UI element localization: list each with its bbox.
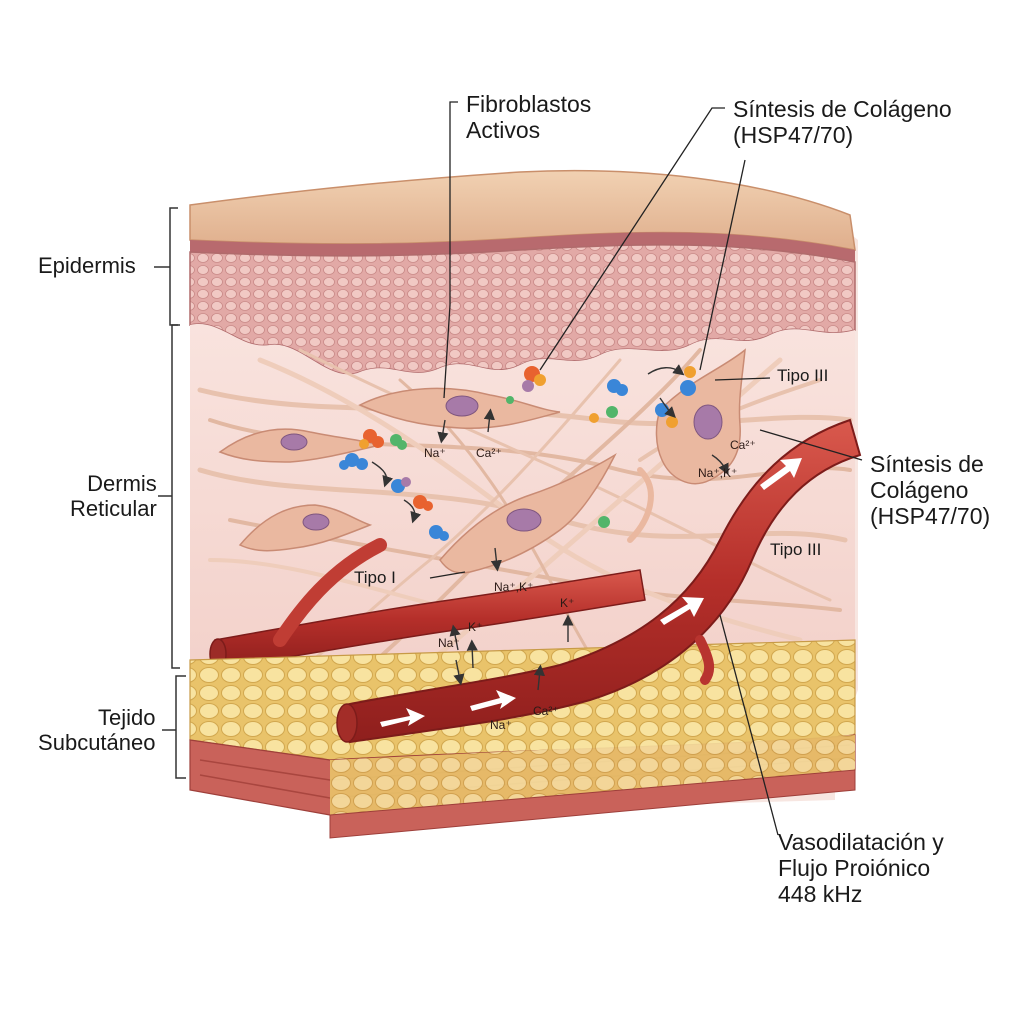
layer-brackets — [154, 207, 186, 779]
ion-label-na-3: Na⁺ — [490, 718, 512, 732]
ion-label-nak-1: Na⁺,K⁺ — [698, 466, 738, 480]
synthesis-top-line1: Síntesis de Colágeno — [733, 96, 952, 122]
vessel-branch — [273, 538, 387, 647]
synthesis-right-line2: Colágeno — [870, 476, 969, 503]
ion-label-na-1: Na⁺ — [424, 446, 446, 460]
subcutaneous-label-line2: Subcutáneo — [38, 729, 156, 755]
fibroblasts-line1: Fibroblastos — [466, 91, 592, 117]
ion-label-ca-3: Ca²⁺ — [533, 704, 559, 718]
subcutaneous-label-line1: Tejido — [98, 705, 156, 730]
ion-label-ca-1: Ca²⁺ — [476, 446, 502, 460]
dermis-label-line2: Reticular — [70, 495, 157, 521]
muscle-front-face — [329, 769, 856, 839]
leader-lines — [429, 101, 863, 836]
fibroblasts-line2: Activos — [466, 116, 541, 143]
flow-arrows — [380, 458, 802, 727]
vessel-drain-branch — [695, 635, 715, 685]
synthesis-top-callout: Síntesis de Colágeno (HSP47/70) — [733, 96, 952, 149]
vasodilation-line3: 448 kHz — [778, 880, 863, 907]
epidermis-label: Epidermis — [38, 253, 136, 278]
blood-vessel-main — [343, 418, 862, 744]
ion-label-k-2: K⁺ — [468, 620, 483, 634]
fat-front-face — [330, 735, 855, 815]
blood-vessel-back — [214, 569, 646, 669]
vasodilation-callout: Vasodilatación y Flujo Proiónico 448 kHz — [778, 829, 944, 907]
tipo-iii-upper-label: Tipo III — [777, 366, 829, 385]
ion-label-k-1: K⁺ — [560, 596, 575, 610]
fibroblasts-callout: Fibroblastos Activos — [466, 91, 592, 144]
transport-arrows — [371, 364, 729, 691]
ion-label-ca-2: Ca²⁺ — [730, 438, 756, 452]
synthesis-right-line1: Síntesis de — [870, 451, 984, 477]
synthesis-right-line3: (HSP47/70) — [870, 502, 991, 529]
tipo-iii-lower-label: Tipo III — [770, 540, 822, 559]
protein-molecules — [339, 366, 696, 541]
subcutaneous-label: Tejido Subcutáneo — [30, 705, 156, 755]
main-vessel-opening — [336, 703, 358, 743]
fibroblast-cells — [218, 348, 746, 574]
tipo-i-label: Tipo I — [354, 568, 396, 587]
dermis-label-line1: Dermis — [87, 471, 157, 496]
vasodilation-line1: Vasodilatación y — [778, 829, 944, 855]
ion-label-nak-2: Na⁺,K⁺ — [494, 580, 534, 594]
epidermis-stratum-line — [190, 232, 855, 262]
dermis-label: Dermis Reticular — [70, 471, 157, 521]
vasodilation-line2: Flujo Proiónico — [778, 854, 931, 881]
ion-label-na-2: Na⁺ — [438, 636, 460, 650]
synthesis-right-callout: Síntesis de Colágeno (HSP47/70) — [870, 451, 991, 529]
synthesis-top-line2: (HSP47/70) — [733, 121, 854, 148]
